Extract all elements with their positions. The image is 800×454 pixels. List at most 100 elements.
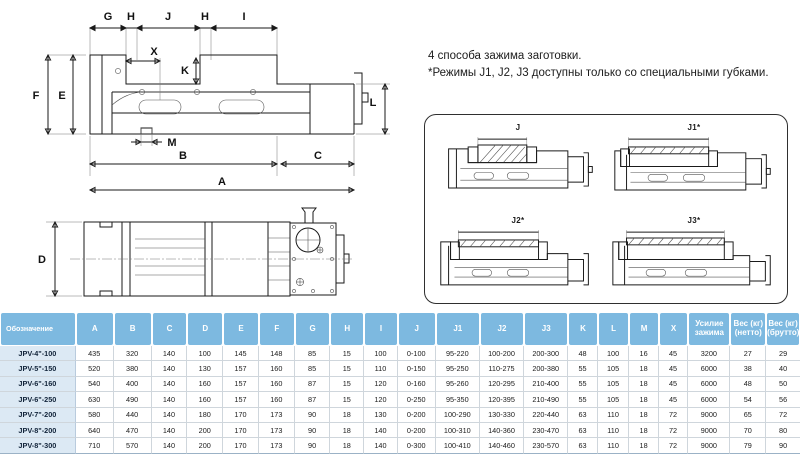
cell-weight-gross: 72	[766, 407, 800, 423]
cell-designation: JPV-4"-100	[0, 346, 76, 362]
cell-J: 0-250	[397, 392, 436, 408]
clamping-info-panel: 4 способа зажима заготовки. *Режимы J1, …	[420, 10, 792, 305]
mode-label-J: J	[515, 123, 521, 132]
dim-label-H1: H	[127, 11, 135, 23]
cell-B: 490	[113, 392, 152, 408]
cell-X: 45	[658, 376, 689, 393]
cell-J3: 230-570	[524, 438, 569, 454]
cell-A: 710	[75, 438, 114, 454]
cell-M: 18	[629, 407, 659, 423]
cell-D: 100	[187, 346, 224, 362]
cell-G: 90	[294, 407, 331, 423]
cell-K: 63	[568, 438, 598, 454]
cell-L: 105	[597, 361, 630, 377]
col-header-J3: J3	[524, 312, 569, 346]
cell-F: 160	[258, 361, 295, 377]
dimension-M	[131, 128, 162, 146]
cell-F: 148	[258, 346, 295, 362]
plan-view-body	[70, 207, 352, 297]
dimension-A	[88, 186, 356, 194]
col-header-J: J	[397, 312, 436, 346]
cell-weight-gross: 40	[766, 361, 800, 377]
cell-D: 160	[187, 376, 224, 393]
cell-J2: 120-395	[479, 392, 525, 408]
cell-I: 100	[364, 346, 398, 362]
cell-J2: 120-295	[479, 376, 525, 393]
cell-clamping-force: 3200	[688, 346, 731, 362]
cell-designation: JPV-8"-300	[0, 438, 76, 454]
table-row: JPV-8"-200 640 470 140 200 170 173 90 18…	[0, 422, 800, 439]
col-header-clamping-force: Усилие зажима	[688, 312, 731, 346]
vise-drawing-svg: G H J H I	[33, 11, 390, 298]
dim-label-X: X	[150, 46, 158, 58]
cell-J2: 140-460	[479, 438, 525, 454]
clamping-mode-J2: J2*	[431, 214, 605, 305]
cell-L: 110	[597, 422, 630, 439]
cell-weight-gross: 50	[766, 376, 800, 393]
side-view-body	[89, 54, 369, 135]
table-body: JPV-4"-100 435 320 140 100 145 148 85 15…	[0, 346, 800, 454]
table-row: JPV-8"-300 710 570 140 200 170 173 90 18…	[0, 438, 800, 454]
cell-M: 18	[629, 376, 659, 393]
cell-A: 630	[75, 392, 114, 408]
cell-L: 100	[597, 346, 630, 362]
cell-J2: 100-200	[479, 346, 525, 362]
cell-K: 55	[568, 392, 598, 408]
cell-K: 63	[568, 407, 598, 423]
cell-H: 18	[330, 422, 365, 439]
cell-M: 18	[629, 392, 659, 408]
cell-weight-gross: 80	[766, 422, 800, 439]
col-header-weight-net: Вес (кг) (нетто)	[730, 312, 767, 346]
col-header-L: L	[597, 312, 630, 346]
dimension-X	[124, 57, 162, 100]
cell-D: 160	[187, 392, 224, 408]
cell-J1: 100-310	[435, 422, 480, 439]
cell-D: 130	[187, 361, 224, 377]
cell-J1: 95-260	[435, 376, 480, 393]
cell-A: 640	[75, 422, 114, 439]
cell-D: 180	[187, 407, 224, 423]
cell-J1: 95-350	[435, 392, 480, 408]
dim-label-B: B	[179, 150, 187, 162]
cell-F: 173	[258, 422, 295, 439]
col-header-D: D	[187, 312, 224, 346]
dim-label-H2: H	[201, 11, 209, 23]
cell-designation: JPV-6"-160	[0, 376, 76, 393]
cell-I: 130	[364, 407, 398, 423]
col-header-F: F	[258, 312, 295, 346]
dim-label-D: D	[38, 254, 46, 266]
cell-weight-gross: 90	[766, 438, 800, 454]
dimension-F	[44, 53, 86, 136]
cell-weight-net: 48	[730, 376, 767, 393]
col-header-J1: J1	[435, 312, 480, 346]
cell-J: 0-200	[397, 422, 436, 439]
cell-X: 72	[658, 422, 689, 439]
cell-A: 520	[75, 361, 114, 377]
cell-E: 157	[223, 392, 259, 408]
cell-J1: 95-250	[435, 361, 480, 377]
cell-weight-net: 79	[730, 438, 767, 454]
dim-label-A: A	[218, 176, 226, 188]
cell-J: 0-300	[397, 438, 436, 454]
table-row: JPV-4"-100 435 320 140 100 145 148 85 15…	[0, 346, 800, 362]
cell-I: 110	[364, 361, 398, 377]
specification-table: Обозначение A B C D E F G H I J J1 J2 J3…	[0, 312, 800, 454]
cell-F: 173	[258, 438, 295, 454]
dimension-L	[356, 82, 390, 136]
cell-L: 105	[597, 376, 630, 393]
cell-J3: 210-400	[524, 376, 569, 393]
cell-C: 140	[151, 422, 188, 439]
col-header-C: C	[151, 312, 188, 346]
cell-clamping-force: 9000	[688, 438, 731, 454]
cell-F: 173	[258, 407, 295, 423]
cell-clamping-force: 9000	[688, 422, 731, 439]
cell-K: 63	[568, 422, 598, 439]
dimension-K	[192, 56, 200, 86]
cell-A: 435	[75, 346, 114, 362]
col-header-M: M	[629, 312, 659, 346]
cell-E: 157	[223, 376, 259, 393]
top-dimension-chain	[88, 24, 279, 60]
cell-E: 170	[223, 438, 259, 454]
cell-J1: 100-410	[435, 438, 480, 454]
